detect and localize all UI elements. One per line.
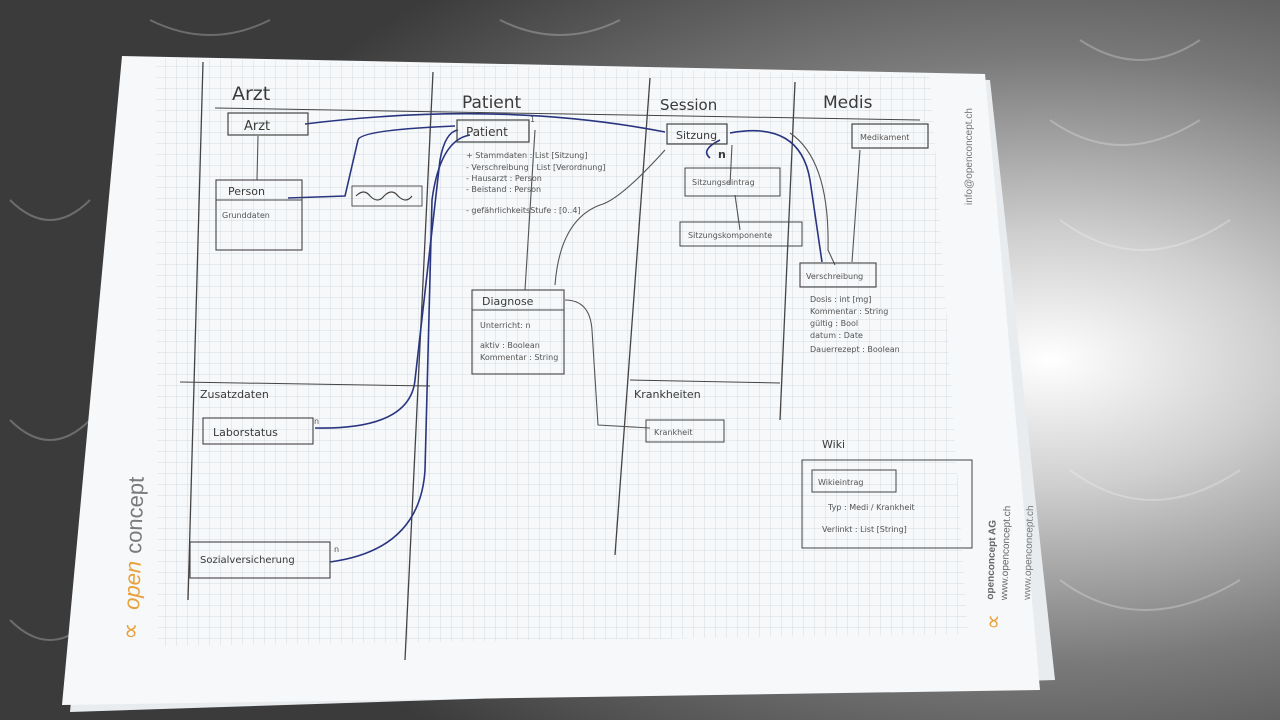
wiki-attr-1: Typ : Medi / Krankheit [827,503,915,512]
box-diagnose-label: Diagnose [482,295,534,308]
brand-email: info@openconcept.ch [964,108,975,205]
multiplicity-labor-n: n [314,417,319,426]
box-sitzungseintrag [684,167,781,197]
box-arzt-label: Arzt [244,119,270,134]
box-medikament [851,123,929,149]
brand-right-back: www.openconcept.ch [1022,505,1036,601]
patient-attr-5: - gefährlichkeitsStufe : [0..4] [466,206,581,215]
box-sitzungskomponente-label: Sitzungskomponente [688,231,772,240]
box-wikieintrag-label: Wikieintrag [818,478,863,487]
box-wikieintrag [811,469,897,493]
brand-name-suffix: concept [121,476,149,554]
box-person [215,179,303,251]
zusatzdaten-divider [179,381,431,387]
column-dividers [187,61,796,661]
box-sozialversicherung-label: Sozialversicherung [200,555,295,566]
multiplicity-sitzung-n: n [718,148,726,161]
box-medikament-label: Medikament [860,133,909,142]
patient-attr-1: + Stammdaten : List [Sitzung] [466,151,587,160]
scribble-box [351,185,423,207]
box-krankheit-label: Krankheit [654,428,693,437]
wiki-attr-2: Verlinkt : List [String] [822,525,907,534]
krankheiten-divider [629,379,781,384]
box-diagnose [471,289,565,375]
verschreibung-attr-2: Kommentar : String [810,307,888,316]
verschreibung-attr-1: Dosis : int [mg] [810,295,871,304]
box-sitzungseintrag-label: Sitzungseintrag [692,178,755,187]
patient-attr-3: - Hausarzt : Person [466,174,542,183]
multiplicity-patient-1: 1 [530,115,535,124]
diagnose-attr-1: Unterricht: n [480,321,531,330]
brand-website: www.openconcept.ch [999,505,1013,601]
brand-company: openconcept AG [985,520,999,600]
box-laborstatus-label: Laborstatus [213,426,278,439]
box-arzt [227,112,309,136]
box-laborstatus [202,417,314,445]
verschreibung-attr-3: gültig : Bool [810,319,858,328]
diagnose-attr-3: Kommentar : String [480,353,558,362]
section-krankheiten: Krankheiten [634,388,701,401]
pencil-connectors [256,129,861,429]
box-person-label: Person [228,185,265,198]
brand-logo-icon-right: ∝ [980,614,1006,631]
box-verschreibung-label: Verschreibung [806,272,863,281]
section-wiki: Wiki [822,438,845,451]
verschreibung-attr-4: datum : Date [810,331,863,340]
ink-connectors [287,112,823,563]
multiplicity-sozial-n: n [334,545,339,554]
verschreibung-attr-5: Dauerrezept : Boolean [810,345,900,354]
steel-swirls [9,19,1241,641]
box-patient-label: Patient [466,125,508,139]
column-header-arzt: Arzt [232,83,270,105]
column-header-medis: Medis [823,93,873,113]
box-verschreibung [799,262,877,288]
graph-grid [156,58,968,646]
box-patient [456,119,530,143]
box-grunddaten-label: Grunddaten [222,211,270,220]
box-sozialversicherung [189,541,331,579]
box-sitzung [666,123,728,145]
brand-right: ∝ openconcept AG www.openconcept.ch [980,505,1013,630]
patient-attr-4: - Beistand : Person [466,185,541,194]
box-krankheit [645,419,725,443]
column-header-patient: Patient [462,93,522,113]
brand-logo-icon: ∝ [117,622,145,640]
header-underlines [214,107,921,121]
patient-attr-2: - Verschreibung : List [Verordnung] [466,163,606,172]
brand-website-back: www.openconcept.ch [1022,505,1036,601]
box-sitzungskomponente [679,221,803,247]
section-zusatzdaten: Zusatzdaten [200,388,269,401]
diagnose-attr-2: aktiv : Boolean [480,341,540,350]
box-sitzung-label: Sitzung [676,129,717,142]
brand-name-prefix: open [119,560,146,610]
brand-left: ∝ open concept [117,476,149,640]
brand-email-text: info@openconcept.ch [964,108,975,205]
wiki-frame [801,459,973,549]
column-header-session: Session [660,96,717,114]
